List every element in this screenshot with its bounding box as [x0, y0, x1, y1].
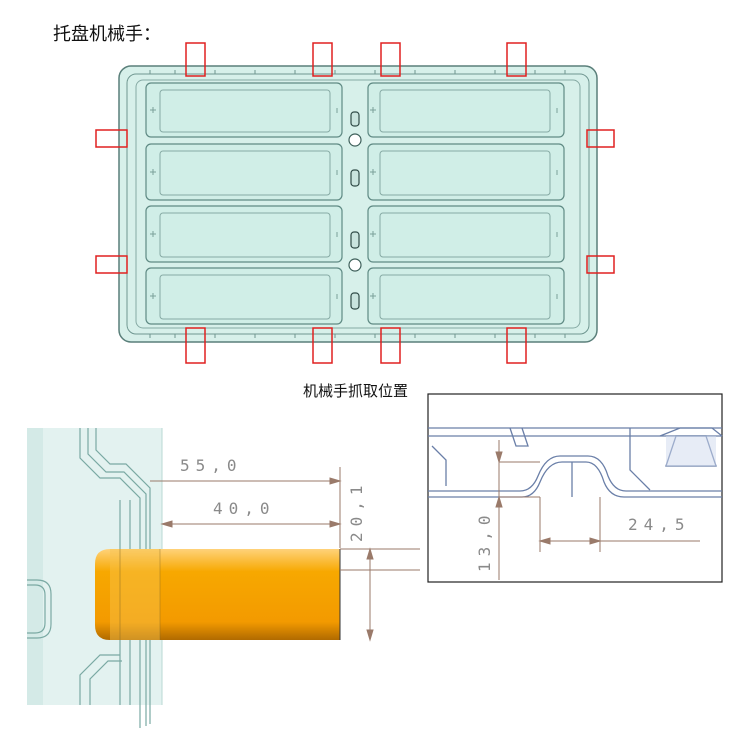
tray-cell — [367, 143, 565, 201]
dim-55: 55,0 — [180, 456, 243, 475]
tray-cell — [145, 267, 343, 325]
page-title: 托盘机械手： — [53, 24, 161, 45]
tray-cell — [367, 82, 565, 138]
gripper-finger — [95, 549, 340, 640]
tray-cell — [145, 143, 343, 201]
grip-marker — [185, 327, 206, 364]
tray-cell — [145, 205, 343, 263]
grip-marker — [380, 327, 401, 364]
grip-marker — [506, 42, 527, 77]
grip-marker — [312, 327, 333, 364]
grip-marker — [586, 255, 615, 274]
dim-40: 40,0 — [213, 499, 276, 518]
dim-24: 24,5 — [628, 515, 691, 534]
grip-marker — [185, 42, 206, 77]
tray-cell — [145, 82, 343, 138]
gripper-detail: 55,0 40,0 20,1 — [27, 428, 420, 728]
grip-marker — [95, 255, 128, 274]
dim-20: 20,1 — [347, 479, 366, 542]
grip-marker — [506, 327, 527, 364]
grip-marker — [312, 42, 333, 77]
grip-section-view: 13,0 24,5 — [427, 393, 723, 583]
grip-marker — [95, 129, 128, 148]
grip-marker — [380, 42, 401, 77]
grip-position-caption: 机械手抓取位置 — [303, 382, 409, 400]
tray-cell — [367, 267, 565, 325]
tray-cell — [367, 205, 565, 263]
dim-13: 13,0 — [475, 509, 494, 572]
grip-marker — [586, 129, 615, 148]
